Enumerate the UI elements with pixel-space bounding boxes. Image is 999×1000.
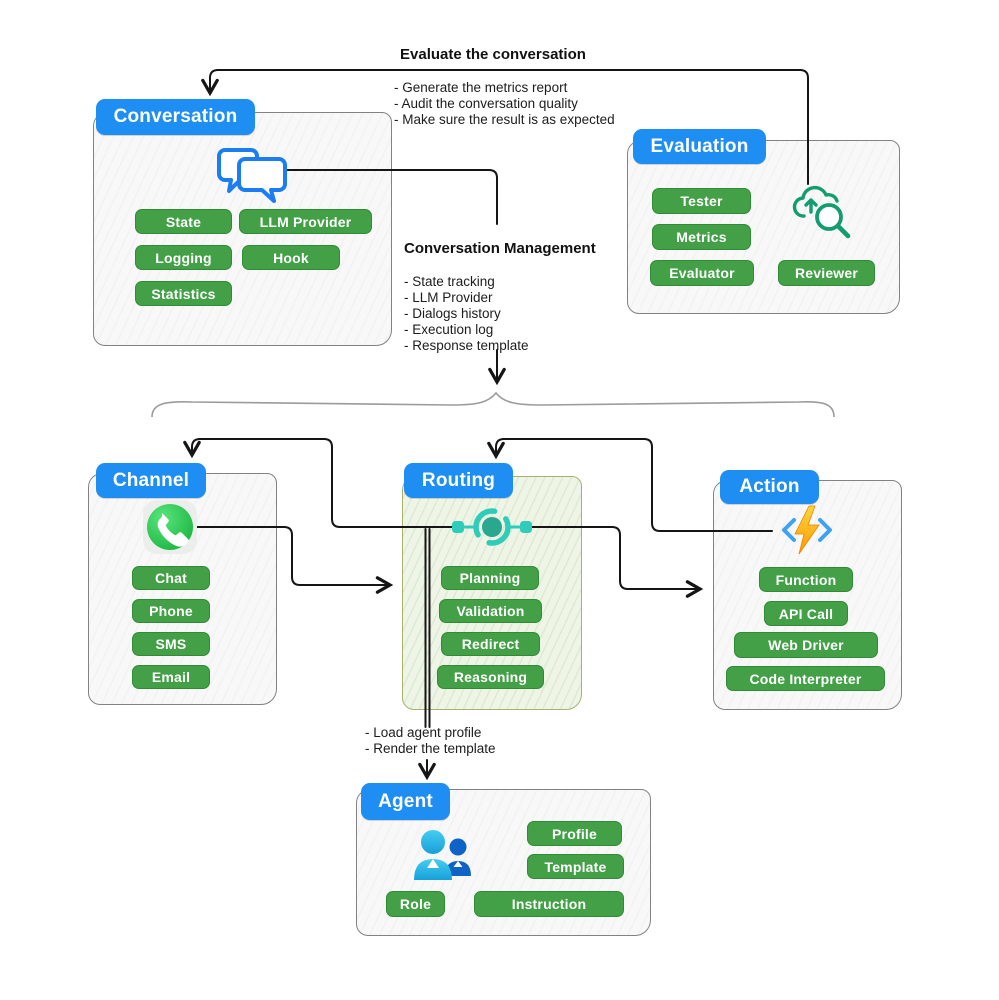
conversation-header: Conversation (96, 99, 255, 135)
agent-header: Agent (361, 783, 450, 820)
pill-redirect: Redirect (441, 632, 540, 656)
pill-email: Email (132, 665, 210, 689)
pill-chat: Chat (132, 566, 210, 590)
pill-template: Template (527, 854, 624, 879)
pill-profile: Profile (527, 821, 622, 846)
pill-llm-provider: LLM Provider (239, 209, 372, 234)
pill-hook: Hook (242, 245, 340, 270)
pill-reviewer: Reviewer (778, 260, 875, 286)
whatsapp-icon (143, 500, 197, 554)
pill-state: State (135, 209, 232, 234)
azure-functions-icon (782, 505, 832, 555)
agent-note-items: - Load agent profile - Render the templa… (365, 725, 496, 757)
channel-header: Channel (96, 463, 206, 498)
pill-validation: Validation (439, 599, 542, 623)
evaluation-header: Evaluation (633, 129, 766, 164)
management-note-title: Conversation Management (404, 240, 596, 257)
note-line: - Response template (404, 338, 529, 353)
note-line: - Dialogs history (404, 306, 501, 321)
note-line: - State tracking (404, 274, 495, 289)
pill-code-interpreter: Code Interpreter (726, 666, 885, 691)
pill-logging: Logging (135, 245, 232, 270)
evaluate-note-items: - Generate the metrics report - Audit th… (394, 80, 615, 128)
cloud-search-icon (792, 185, 851, 239)
pill-sms: SMS (132, 632, 210, 656)
brace (151, 391, 835, 418)
note-line: - Render the template (365, 741, 496, 756)
management-note-items: - State tracking - LLM Provider - Dialog… (404, 274, 529, 354)
pill-metrics: Metrics (652, 224, 751, 250)
chat-bubbles-icon (217, 148, 287, 203)
users-icon (414, 830, 471, 880)
pill-instruction: Instruction (474, 891, 624, 917)
pill-web-driver: Web Driver (734, 632, 878, 658)
note-line: - Audit the conversation quality (394, 96, 578, 111)
note-line: - LLM Provider (404, 290, 493, 305)
action-header: Action (720, 470, 819, 504)
pill-reasoning: Reasoning (437, 665, 544, 689)
routing-header: Routing (404, 463, 513, 498)
pill-function: Function (759, 567, 853, 592)
pill-phone: Phone (132, 599, 210, 623)
note-line: - Generate the metrics report (394, 80, 568, 95)
note-line: - Make sure the result is as expected (394, 112, 615, 127)
pill-statistics: Statistics (135, 281, 232, 306)
pill-api-call: API Call (764, 601, 848, 626)
pill-role: Role (386, 891, 445, 917)
load-balancer-icon (452, 508, 532, 546)
note-line: - Execution log (404, 322, 494, 337)
evaluate-note-title: Evaluate the conversation (400, 46, 586, 63)
pill-tester: Tester (652, 188, 751, 214)
pill-planning: Planning (441, 566, 539, 590)
pill-evaluator: Evaluator (650, 260, 754, 286)
note-line: - Load agent profile (365, 725, 482, 740)
